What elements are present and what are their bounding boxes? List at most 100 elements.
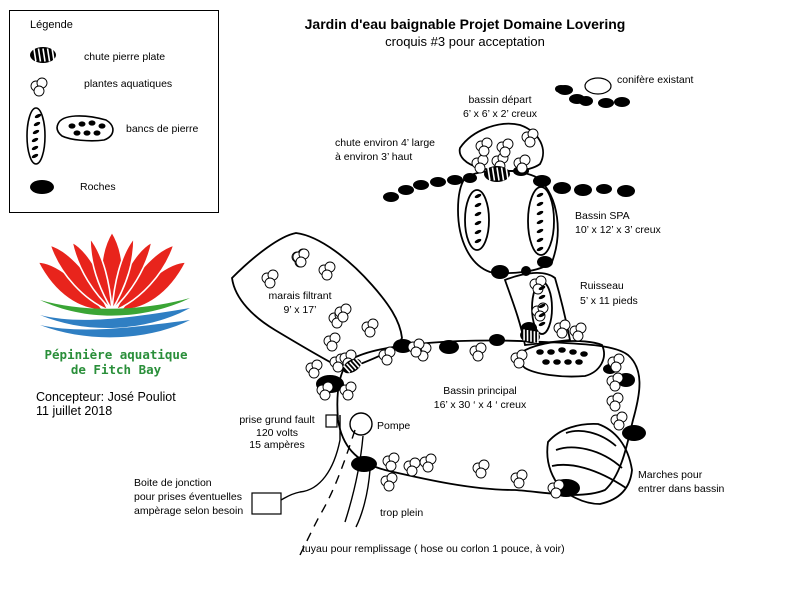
rock-icon xyxy=(614,97,630,107)
aquatic-plant-icon xyxy=(316,381,334,401)
aquatic-plant-icon xyxy=(607,353,625,373)
aquatic-plant-icon xyxy=(471,154,489,174)
label-creek: Ruisseau xyxy=(580,280,624,292)
rock-icon xyxy=(383,192,399,202)
aquatic-plant-icon xyxy=(510,469,528,489)
filter-marsh-outline xyxy=(231,232,403,371)
aquatic-plant-icon xyxy=(382,452,400,472)
rock-icon xyxy=(393,339,413,353)
aquatic-plant-icon xyxy=(419,453,437,473)
label-gfci-amperage: 15 ampères xyxy=(249,439,305,451)
aquatic-plant-icon xyxy=(261,269,279,289)
legend-title: Légende xyxy=(30,19,73,31)
aquatic-plant-icon xyxy=(606,392,624,412)
rock-icon xyxy=(579,96,593,106)
label-junction-box-amperage: ampèrage selon besoin xyxy=(134,505,244,517)
aquatic-plant-icon xyxy=(529,275,547,295)
aquatic-plant-icon xyxy=(318,261,336,281)
label-steps: Marches pour xyxy=(638,469,703,481)
aquatic-plant-icon xyxy=(334,303,352,323)
rock-icon xyxy=(596,184,612,194)
aquatic-plant-icon xyxy=(407,338,425,358)
label-start-basin: bassin départ xyxy=(468,94,532,106)
aquatic-plant-icon xyxy=(469,342,487,362)
aquatic-plant-icon xyxy=(378,346,396,366)
label-spa-basin: Bassin SPA xyxy=(575,210,630,222)
rock-icon xyxy=(447,175,463,185)
label-waterfall-width: chute environ 4’ large xyxy=(335,137,436,149)
plan-subtitle: croquis #3 pour acceptation xyxy=(385,34,545,49)
nursery-name: Pépinière aquatique de Fitch Bay xyxy=(28,347,204,377)
label-pump: Pompe xyxy=(377,420,411,432)
flat-stone-waterfall-icon-group xyxy=(342,166,540,374)
rock-icon xyxy=(489,334,505,346)
legend-box: Légende xyxy=(9,10,219,213)
nursery-name-line1: Pépinière aquatique xyxy=(44,347,188,362)
label-main-pool-dims: 16’ x 30 ‘ x 4 ‘ creux xyxy=(433,399,527,411)
rock-icon xyxy=(491,265,509,279)
label-gfci-outlet: prise grund fault xyxy=(239,414,315,426)
aquatic-plant-icon xyxy=(292,248,310,268)
aquatic-plant-icon xyxy=(339,381,357,401)
nursery-logo xyxy=(36,230,190,338)
label-junction-box-outlets: pour prises éventuelles xyxy=(134,491,242,503)
rock-icon xyxy=(553,182,571,194)
aquatic-plant-icon xyxy=(472,459,490,479)
label-junction-box: Boite de jonction xyxy=(134,477,212,489)
creek-outline xyxy=(503,272,572,346)
rock-icon xyxy=(351,456,377,472)
label-waterfall-height: à environ 3’ haut xyxy=(335,151,413,163)
aquatic-plant-icon xyxy=(513,154,531,174)
aquatic-plants-icon-group xyxy=(261,128,628,499)
rock-icon xyxy=(537,256,553,268)
label-overflow: trop plein xyxy=(380,507,424,519)
pump-icon xyxy=(349,412,373,436)
legend-label-stone-benches: bancs de pierre xyxy=(126,123,199,135)
flat-stone-waterfall-icon xyxy=(520,328,540,344)
aquatic-plant-icon xyxy=(30,77,48,97)
aquatic-plant-icon xyxy=(569,322,587,342)
rock-icon xyxy=(598,98,614,108)
rock-icon xyxy=(521,266,531,276)
label-start-basin-dims: 6’ x 6’ x 2’ creux xyxy=(462,108,538,120)
aquatic-plant-icon xyxy=(403,457,421,477)
flat-stone-waterfall-icon xyxy=(30,47,56,63)
aquatic-plant-icon xyxy=(521,128,539,148)
aquatic-plant-icon xyxy=(475,137,493,157)
designer-info: Concepteur: José Pouliot 11 juillet 2018 xyxy=(36,390,176,418)
legend-icons xyxy=(26,47,114,194)
label-existing-conifer: conifère existant xyxy=(617,74,694,86)
label-main-pool: Bassin principal xyxy=(443,385,517,397)
label-filter-marsh-dims: 9’ x 17’ xyxy=(283,304,317,316)
start-basin-outline xyxy=(458,122,544,172)
aquatic-plant-icon xyxy=(361,318,379,338)
rock-icon xyxy=(574,184,592,196)
stone-bench-icon-group xyxy=(474,192,588,365)
nursery-name-line2: de Fitch Bay xyxy=(70,362,162,377)
label-spa-basin-dims: 10’ x 12’ x 3’ creux xyxy=(575,224,661,236)
junction-box xyxy=(251,492,282,515)
aquatic-plant-icon xyxy=(323,332,341,352)
rock-icon xyxy=(439,340,459,354)
legend-label-aquatic-plants: plantes aquatiques xyxy=(84,78,173,90)
rock-icon xyxy=(463,173,477,183)
flat-stone-waterfall-icon xyxy=(342,358,363,374)
rock-icon xyxy=(413,180,429,190)
designer-name: Concepteur: José Pouliot xyxy=(36,390,176,404)
aquatic-plant-icon xyxy=(510,349,528,369)
aquatic-plant-icon xyxy=(606,372,624,392)
spa-basin-outline xyxy=(457,169,559,274)
label-steps-purpose: entrer dans bassin xyxy=(638,483,725,495)
plan-title: Jardin d'eau baignable Projet Domaine Lo… xyxy=(304,16,626,32)
aquatic-plant-icon xyxy=(547,479,565,499)
flat-stone-waterfall-icon xyxy=(484,166,510,182)
legend-label-rocks: Roches xyxy=(80,181,116,193)
aquatic-plant-icon xyxy=(553,319,571,339)
steps-outline xyxy=(546,423,633,505)
rock-icon xyxy=(533,175,551,187)
rock-icon xyxy=(430,177,446,187)
ground-fault-outlet xyxy=(325,414,338,428)
legend-label-flat-stone-waterfall: chute pierre plate xyxy=(84,51,166,63)
aquatic-plant-icon xyxy=(610,411,628,431)
